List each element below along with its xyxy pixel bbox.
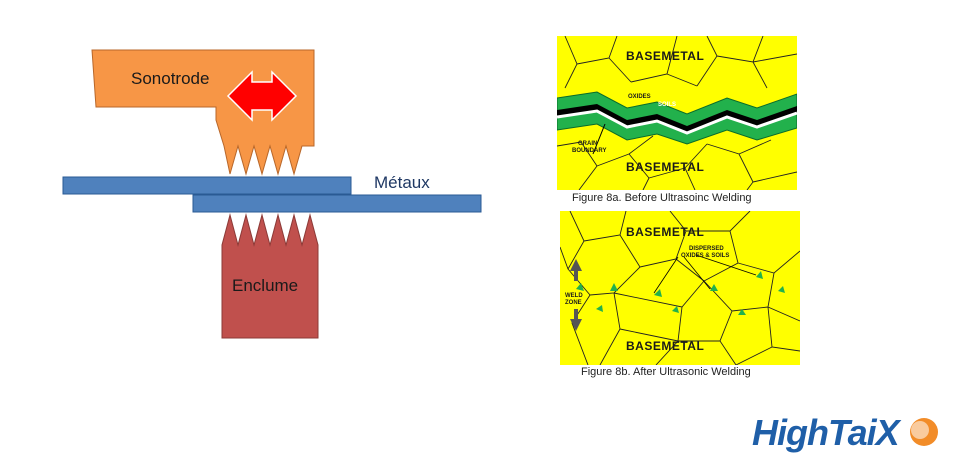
- figure-b-caption: Figure 8b. After Ultrasonic Welding: [581, 366, 751, 378]
- grain-boundary-label-2: BOUNDARY: [572, 148, 607, 154]
- welding-diagram: [62, 49, 482, 339]
- figure-a-oxides-label: OXIDES: [628, 94, 651, 100]
- metal-sheet-top: [62, 176, 352, 195]
- figure-a-bottom-label: BASEMETAL: [626, 160, 705, 174]
- anvil: [221, 213, 319, 339]
- figure-a-soils-label: SOILS: [658, 102, 677, 108]
- figure-b-top-label: BASEMETAL: [626, 225, 705, 239]
- anvil-label: Enclume: [232, 276, 299, 295]
- figure-b-bottom-label: BASEMETAL: [626, 339, 705, 353]
- metals-label: Métaux: [374, 173, 430, 192]
- figure-b-image: [560, 211, 800, 365]
- figure-a-image: [557, 36, 797, 190]
- logo-swoosh-icon: [910, 418, 938, 446]
- logo-text: HighTaiX: [752, 412, 900, 453]
- grain-boundary-label-1: GRAIN: [578, 141, 598, 147]
- vibration-arrow-icon: [226, 70, 298, 122]
- figure-a-top-label: BASEMETAL: [626, 49, 705, 63]
- dispersed-label-1: DISPERSED: [689, 246, 724, 252]
- weld-zone-down-arrow-icon: [570, 309, 582, 331]
- dispersed-label-2: OXIDES & SOILS: [681, 253, 730, 259]
- weld-zone-label-1: WELD: [565, 293, 583, 299]
- figure-a-caption: Figure 8a. Before Ultrasoinc Welding: [572, 192, 752, 204]
- sonotrode-label: Sonotrode: [131, 69, 210, 88]
- weld-zone-label-2: ZONE: [565, 300, 582, 306]
- weld-zone-up-arrow-icon: [570, 259, 582, 281]
- logo: HighTaiX: [752, 410, 942, 460]
- metal-sheet-bottom: [192, 194, 482, 213]
- sonotrode: [91, 49, 315, 176]
